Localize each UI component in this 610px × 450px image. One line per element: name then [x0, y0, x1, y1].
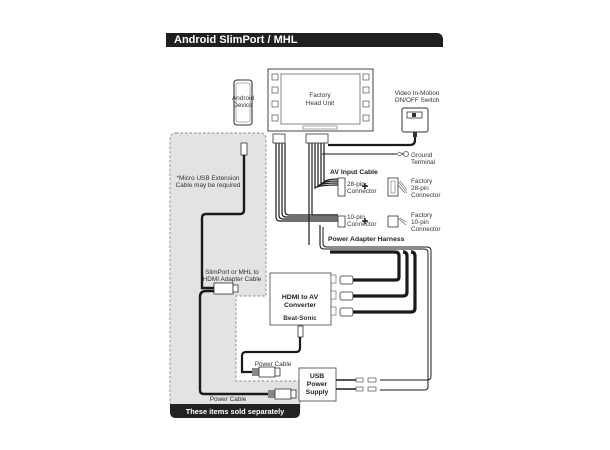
- power-adapter-harness: [275, 143, 338, 222]
- ground-terminal-label-1: Ground: [411, 152, 433, 159]
- power-cable-label-1: Power Cable: [255, 361, 292, 368]
- power-adapter-harness-label: Power Adapter Harness: [328, 236, 405, 243]
- factory-head-unit: [267, 68, 374, 132]
- hdmi-plug: [213, 282, 239, 295]
- svg-text:✚: ✚: [362, 217, 369, 226]
- converter-label-1: HDMI to AV: [282, 294, 319, 301]
- main-power-cable: [198, 289, 268, 396]
- factory-10-label-3: Connector: [411, 226, 441, 233]
- switch-cable: [328, 137, 417, 147]
- converter-brand: Beat-Sonic: [283, 315, 317, 322]
- converter-power-plug: [297, 325, 304, 338]
- factory-10-pin-connector: [387, 215, 407, 228]
- usb-supply-label-1: USB: [310, 373, 324, 380]
- title-bar: [166, 33, 443, 47]
- usb-supply-leads: [336, 379, 356, 390]
- usb-power-supply: [298, 367, 337, 402]
- connector-10-label-2: Connector: [347, 221, 377, 228]
- micro-usb-note-2: Cable may be required: [176, 182, 241, 189]
- connector-28-label-1: 28-pin: [347, 181, 365, 188]
- power-harness-wire-1: [322, 227, 432, 381]
- rca-plugs: [339, 275, 354, 317]
- svg-text:✚: ✚: [362, 182, 369, 191]
- head-unit-connector-left: [272, 133, 286, 144]
- android-device-label-2: Device: [233, 102, 253, 109]
- factory-28-pin-connector: [387, 177, 408, 197]
- micro-usb-note-1: *Micro USB Extension: [177, 175, 240, 182]
- connector-10-label-1: 10-pin: [347, 214, 365, 221]
- inline-connectors: [355, 377, 377, 392]
- usb-plug-1: [252, 366, 281, 378]
- factory-28-label-3: Connector: [411, 192, 441, 199]
- connector-28-label-2: Connector: [347, 188, 377, 195]
- av-input-cable-label: AV Input Cable: [330, 169, 378, 176]
- factory-10-label-2: 10-pin: [411, 219, 429, 226]
- usb-supply-label-3: Supply: [306, 389, 329, 396]
- connector-10-pin: [337, 215, 346, 228]
- ground-terminal-label-2: Terminal: [411, 159, 435, 166]
- connector-28-pin: [337, 177, 346, 197]
- usb-plug-2: [268, 388, 297, 400]
- usb-supply-label-2: Power: [307, 381, 328, 388]
- converter-label-2: Converter: [284, 302, 316, 309]
- sold-separately-label: These items sold separately: [186, 407, 285, 416]
- video-switch-label-2: ON/OFF Switch: [395, 97, 440, 104]
- factory-28-label-2: 28-pin: [411, 185, 429, 192]
- head-unit-label-2: Head Unit: [306, 100, 335, 107]
- video-switch-label-1: Video In-Motion: [395, 90, 440, 97]
- slimport-cable: [200, 155, 246, 290]
- diagram-title: Android SlimPort / MHL: [174, 34, 298, 46]
- video-in-motion-switch: [401, 107, 429, 137]
- converter-power-cable: [240, 337, 302, 374]
- slimport-cable-label-2: HDMI Adapter Cable: [203, 276, 262, 283]
- micro-usb-plug: [240, 142, 248, 156]
- slimport-cable-label-1: SlimPort or MHL to: [205, 269, 259, 276]
- head-unit-connector-right: [305, 133, 329, 144]
- android-device: [233, 79, 253, 126]
- power-cable-label-2: Power Cable: [210, 396, 247, 403]
- android-device-label-1: Android: [232, 95, 254, 102]
- power-harness-wire-2: [319, 227, 429, 391]
- factory-28-label-1: Factory: [411, 178, 433, 185]
- av-input-cable-wires: [308, 143, 339, 245]
- rca-cables: [330, 250, 417, 314]
- factory-10-label-1: Factory: [411, 212, 433, 219]
- sold-separately-panel: [169, 132, 301, 418]
- hdmi-to-av-converter: [269, 272, 337, 326]
- head-unit-label-1: Factory: [309, 92, 331, 99]
